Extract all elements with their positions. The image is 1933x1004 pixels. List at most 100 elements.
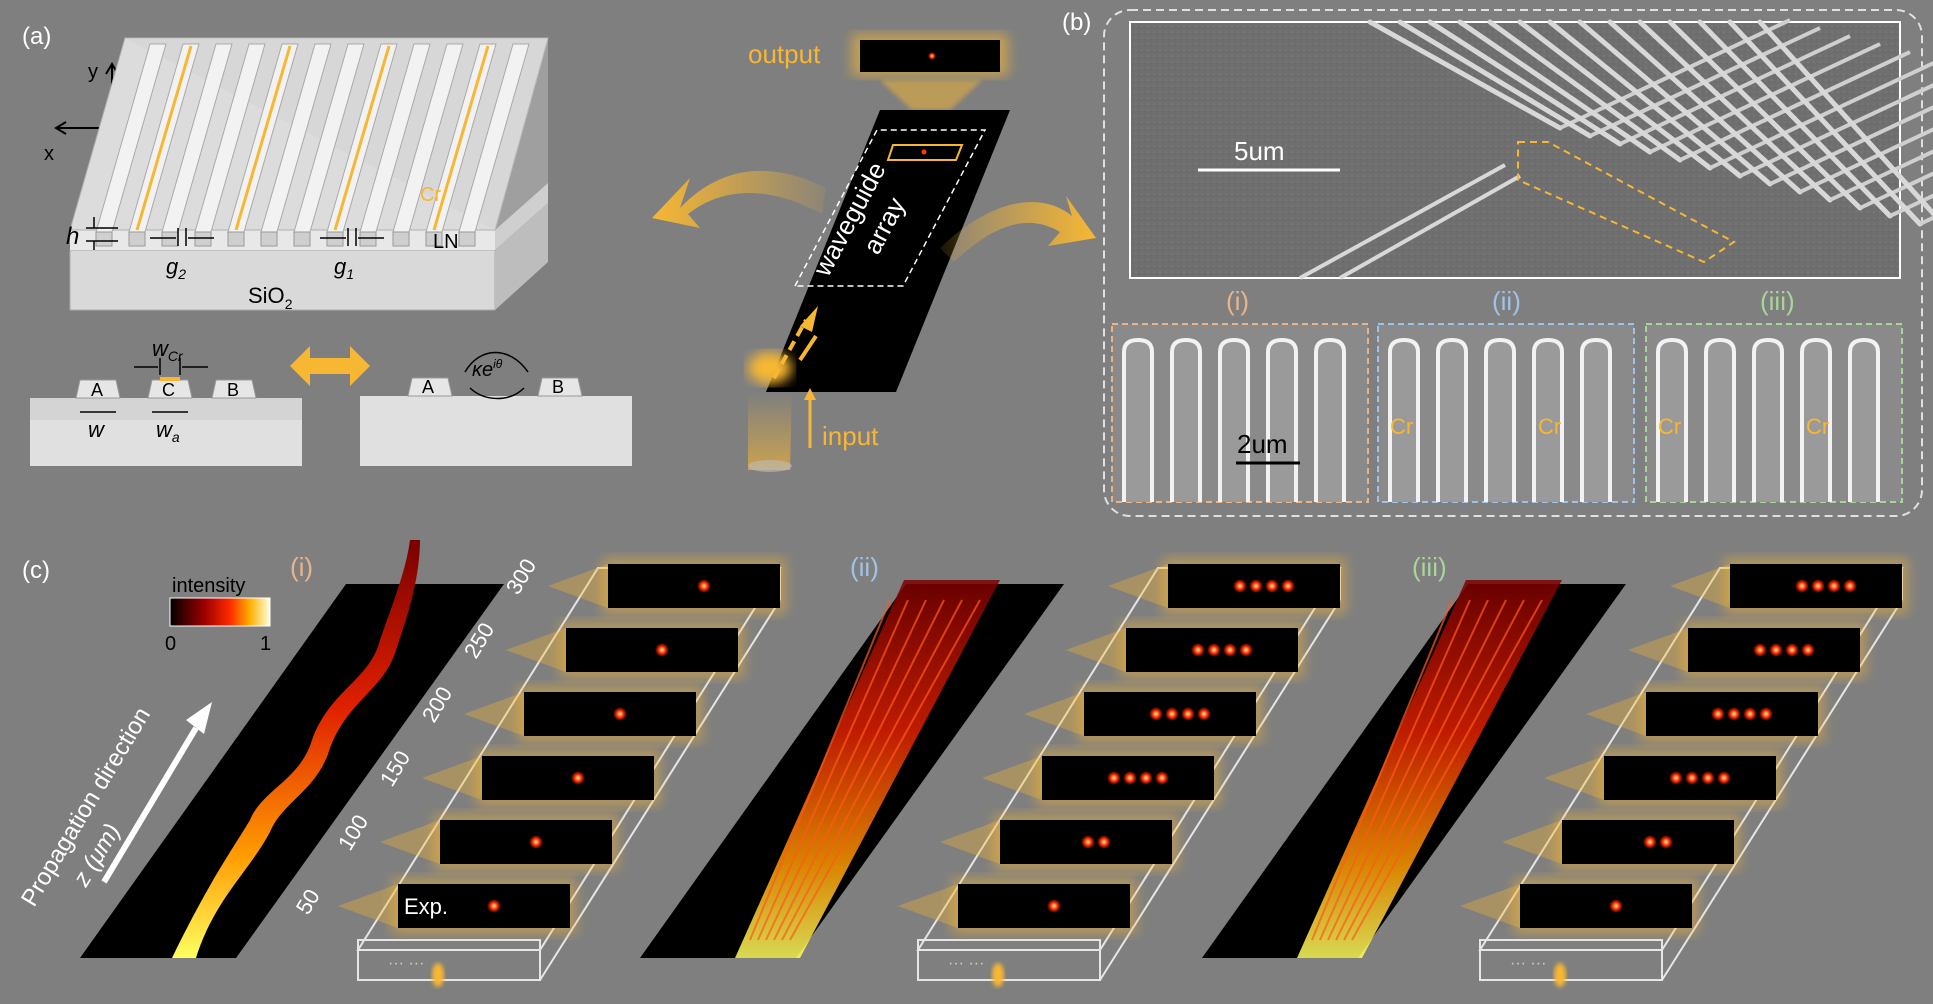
sem-sub-waveguide: [1704, 337, 1736, 502]
waveguide-b-label: B: [227, 380, 239, 400]
waveguide-b2-label: B: [552, 377, 564, 397]
exp-spot: [1643, 835, 1657, 849]
panel-c: (c) intensity 0 1 Propagation direction …: [16, 540, 1908, 987]
exp-frame: [566, 628, 738, 672]
sem-waveguide: [1637, 19, 1833, 203]
sem-cr-label: Cr: [1390, 414, 1413, 439]
coupling-label: κeiθ: [472, 357, 503, 381]
colorbar-title: intensity: [172, 575, 245, 597]
theory-beam-streak: [757, 599, 909, 941]
scale-bar-bottom-label: 2um: [1237, 429, 1288, 459]
waveguide-ridge-end: [128, 231, 146, 247]
arrow-to-panel-a: [652, 170, 826, 228]
dimension-h-label: h: [66, 223, 79, 250]
base-dots: ··· ···: [948, 955, 984, 972]
cross-section-left: [30, 358, 302, 466]
waveguide-c-label: C: [162, 380, 175, 400]
sem-waveguide: [1739, 83, 1933, 178]
panel-a: (a) y z x Cr LN SiO2: [22, 23, 632, 466]
sem-sub-waveguide: [1266, 337, 1298, 502]
sem-waveguide: [1829, 149, 1933, 202]
equivalence-arrow: [290, 346, 370, 386]
exp-spot: [487, 899, 501, 913]
waveguide-ridge-end: [326, 231, 344, 247]
sem-sub-1-label: (i): [1226, 286, 1249, 316]
sem-sub-waveguide: [1218, 337, 1250, 502]
dimension-g1-label: g1: [334, 254, 354, 282]
sem-waveguide: [1667, 19, 1863, 211]
propagation-group-3: (iii)··· ···: [1202, 552, 1908, 987]
exp-spot: [697, 579, 711, 593]
theory-beam-streak: [1343, 599, 1525, 941]
waveguide-ridge-end: [260, 231, 278, 247]
exp-spot: [1701, 771, 1715, 785]
exp-spot: [1685, 771, 1699, 785]
sem-sub-waveguide: [1170, 337, 1202, 502]
theory-beam: [172, 540, 420, 958]
z-tick-label: 300: [501, 554, 541, 598]
sem-sub-waveguide: [1532, 337, 1564, 502]
exp-spot: [1669, 771, 1683, 785]
theory-beam-streak: [1319, 599, 1471, 941]
sem-waveguide: [1559, 18, 1791, 130]
panel-a-label: (a): [22, 23, 51, 50]
cr-stripe: [234, 45, 292, 231]
panel-c-label: (c): [22, 557, 50, 584]
sem-waveguide: [1397, 19, 1593, 139]
exp-box-base: [357, 939, 541, 981]
input-spot: [1554, 963, 1566, 987]
exp-spot: [1801, 643, 1815, 657]
colorbar: [169, 597, 271, 627]
sem-cr-label: Cr: [1658, 414, 1681, 439]
exp-frame: [524, 692, 696, 736]
exp-box-base: [917, 939, 1101, 981]
theory-beam-streak: [789, 599, 981, 941]
waveguide-ridge-end: [95, 231, 113, 247]
sem-waveguide: [1697, 19, 1893, 219]
dimension-g1: [320, 228, 384, 246]
theory-beam-streak: [781, 599, 963, 941]
arrow-to-panel-b: [940, 196, 1096, 262]
exp-spot: [1207, 643, 1221, 657]
exp-spot: [1097, 835, 1111, 849]
sem-sub-waveguide: [1122, 337, 1154, 502]
exp-spot: [1181, 707, 1195, 721]
z-tick-label: 50: [291, 885, 325, 919]
sem-waveguide: [1769, 105, 1933, 186]
cr-stripe: [432, 45, 490, 231]
waveguide-ridge-end: [458, 231, 476, 247]
sem-sub-waveguide: [1388, 337, 1420, 502]
sem-waveguide: [1859, 171, 1933, 210]
chip-substrate: [766, 110, 1010, 392]
theory-beam-streak: [1351, 599, 1543, 941]
exp-spot: [1659, 835, 1673, 849]
exp-spot: [1107, 771, 1121, 785]
waveguide-ridge-end: [194, 231, 212, 247]
colorbar-max: 1: [260, 633, 271, 655]
sem-sub-waveguide: [1800, 337, 1832, 502]
exp-label: Exp.: [404, 894, 448, 919]
panel-b-label: (b): [1062, 9, 1091, 36]
exp-spot: [1281, 579, 1295, 593]
exp-frame: [1520, 884, 1692, 928]
device-3d: [69, 37, 549, 311]
dimension-g2-label: g2: [166, 254, 186, 282]
sem-waveguide: [1727, 19, 1923, 227]
theory-sheet: [80, 584, 504, 958]
exp-spot: [1233, 579, 1247, 593]
ln-layer-label: LN: [433, 231, 459, 253]
sem-waveguide: [1367, 19, 1563, 131]
waveguide-ridge-end: [392, 231, 410, 247]
sem-cr-label: Cr: [1806, 414, 1829, 439]
center-device: output waveguide array input: [652, 34, 1096, 472]
theory-beam-streak: [1311, 599, 1453, 941]
exp-spot: [655, 643, 669, 657]
sem-sub-waveguide: [1752, 337, 1784, 502]
waveguide-ridge-end: [293, 231, 311, 247]
sem-sub-2-label: (ii): [1492, 286, 1521, 316]
sem-feed-waveguide: [1299, 163, 1506, 280]
exp-spot: [1795, 579, 1809, 593]
